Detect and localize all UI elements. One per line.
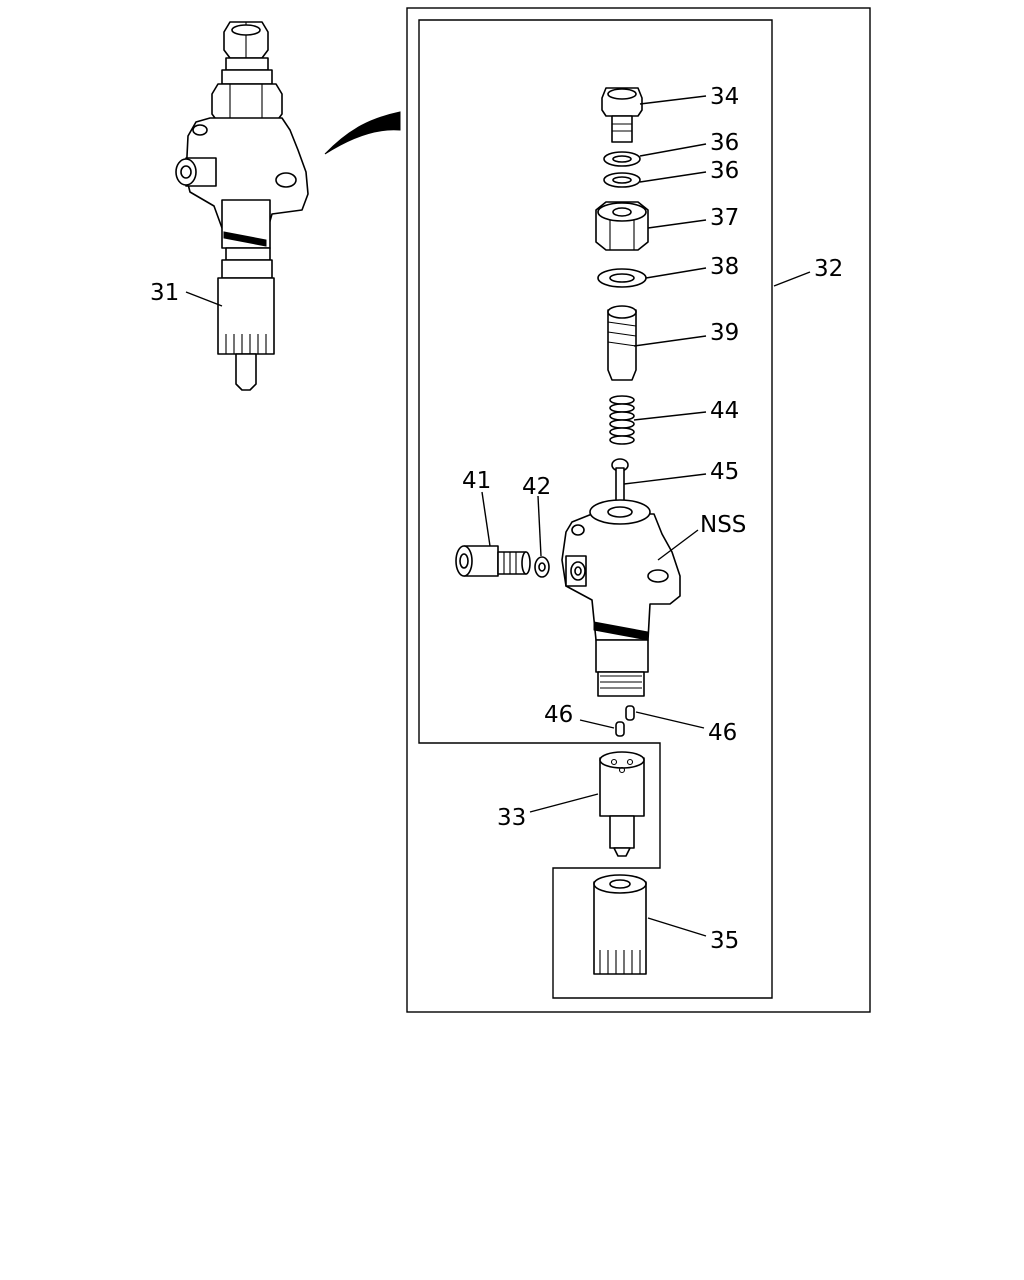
callout-32: 32 [814,256,843,282]
part-33-nozzle [599,751,645,857]
leader-lines [185,95,811,937]
callout-36-lower: 36 [710,158,739,184]
inner-frame [418,19,773,999]
callout-35: 35 [710,928,739,954]
callout-37: 37 [710,205,739,231]
callout-39: 39 [710,320,739,346]
part-35-nozzle-nut [593,874,647,975]
outer-frame [406,7,871,1013]
arrow-icon [324,111,401,155]
callout-42: 42 [522,474,551,500]
callout-31: 31 [150,280,179,306]
callout-34: 34 [710,84,739,110]
callout-44: 44 [710,398,739,424]
part-34-bolt [601,87,643,143]
callout-41: 41 [462,468,491,494]
part-39-adjusting-screw [607,305,637,381]
part-nss-holder-body [561,499,681,697]
part-46-pin-right [625,705,635,721]
callout-46-right: 46 [708,720,737,746]
callout-45: 45 [710,459,739,485]
callout-33: 33 [497,805,526,831]
part-41-inlet-connector [455,545,531,577]
injector-assembly [175,21,309,391]
callout-46-left: 46 [544,702,573,728]
part-44-spring [609,395,635,445]
callout-nss: NSS [700,512,746,538]
part-46-pin-left [615,721,625,737]
part-37-cap-nut [595,201,649,251]
callout-36-upper: 36 [710,130,739,156]
callout-38: 38 [710,254,739,280]
